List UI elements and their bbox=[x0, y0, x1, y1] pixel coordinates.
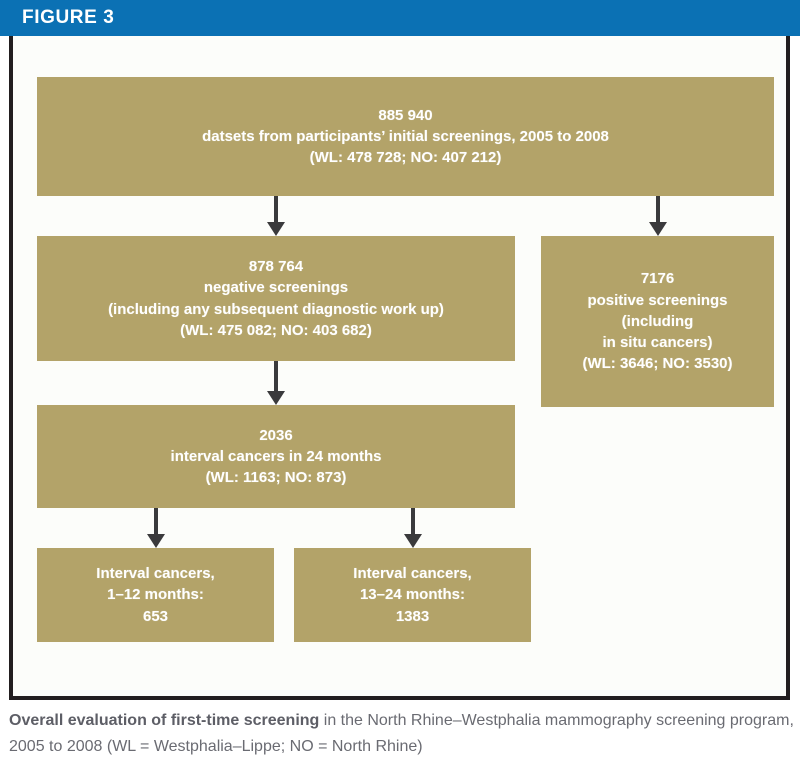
flow-node-datasets-breakdown: (WL: 478 728; NO: 407 212) bbox=[309, 149, 502, 167]
flow-node-iv-1-12-period: 1–12 months: bbox=[107, 586, 204, 604]
flow-node-negative-screenings: 878 764 negative screenings (including a… bbox=[37, 236, 515, 361]
flow-node-positive-count: 7176 bbox=[640, 270, 675, 288]
figure-number-label: FIGURE 3 bbox=[22, 7, 115, 28]
arrow-down-icon-datasets-to-negative bbox=[267, 196, 285, 236]
arrow-down-icon-negative-to-interval bbox=[267, 361, 285, 405]
flow-node-negative-count: 878 764 bbox=[248, 257, 304, 275]
flow-node-interval-cancers: 2036 interval cancers in 24 months (WL: … bbox=[37, 405, 515, 508]
arrow-head bbox=[649, 222, 667, 236]
flow-node-negative-note: (including any subsequent diagnostic wor… bbox=[108, 300, 444, 318]
arrow-shaft bbox=[154, 508, 158, 534]
arrow-head bbox=[147, 534, 165, 548]
flow-node-negative-breakdown: (WL: 475 082; NO: 403 682) bbox=[180, 321, 372, 339]
arrow-shaft bbox=[411, 508, 415, 534]
flow-node-positive-note-2: in situ cancers) bbox=[602, 334, 713, 352]
arrow-shaft bbox=[274, 361, 278, 391]
arrow-head bbox=[267, 222, 285, 236]
figure-caption-rest: in the North Rhine–Westphalia mammograph… bbox=[9, 712, 794, 755]
figure-caption: Overall evaluation of first-time screeni… bbox=[9, 708, 795, 760]
flow-node-positive-note-1: (including bbox=[621, 312, 694, 330]
arrow-shaft bbox=[274, 196, 278, 222]
flow-node-interval-description: interval cancers in 24 months bbox=[170, 447, 382, 465]
arrow-down-icon-interval-to-1-12 bbox=[147, 508, 165, 548]
flow-node-positive-description: positive screenings bbox=[587, 291, 728, 309]
flow-node-interval-breakdown: (WL: 1163; NO: 873) bbox=[205, 469, 347, 487]
flow-node-positive-breakdown: (WL: 3646; NO: 3530) bbox=[582, 355, 733, 373]
flow-node-datasets-count: 885 940 bbox=[378, 106, 433, 124]
figure-header-bar: FIGURE 3 bbox=[0, 0, 800, 36]
figure-caption-strong: Overall evaluation of first-time screeni… bbox=[9, 712, 320, 729]
flow-node-datasets: 885 940 datsets from participants’ initi… bbox=[37, 77, 774, 196]
flow-node-iv-1-12-count: 653 bbox=[142, 607, 169, 625]
arrow-head bbox=[267, 391, 285, 405]
arrow-head bbox=[404, 534, 422, 548]
flow-node-datasets-description: datsets from participants’ initial scree… bbox=[202, 127, 609, 145]
flow-node-iv-13-24-title: Interval cancers, bbox=[353, 565, 472, 583]
flow-node-positive-screenings: 7176 positive screenings (including in s… bbox=[541, 236, 774, 407]
arrow-down-icon-interval-to-13-24 bbox=[404, 508, 422, 548]
flow-node-negative-description: negative screenings bbox=[203, 279, 349, 297]
flow-node-iv-13-24-count: 1383 bbox=[395, 607, 430, 625]
flow-node-interval-cancers-13-24-months: Interval cancers, 13–24 months: 1383 bbox=[294, 548, 531, 642]
flow-node-iv-13-24-period: 13–24 months: bbox=[359, 586, 466, 604]
flow-node-interval-count: 2036 bbox=[259, 426, 293, 444]
figure-frame: 885 940 datsets from participants’ initi… bbox=[9, 36, 790, 700]
flow-node-interval-cancers-1-12-months: Interval cancers, 1–12 months: 653 bbox=[37, 548, 274, 642]
arrow-shaft bbox=[656, 196, 660, 222]
arrow-down-icon-datasets-to-positive bbox=[649, 196, 667, 236]
flow-node-iv-1-12-title: Interval cancers, bbox=[96, 565, 215, 583]
